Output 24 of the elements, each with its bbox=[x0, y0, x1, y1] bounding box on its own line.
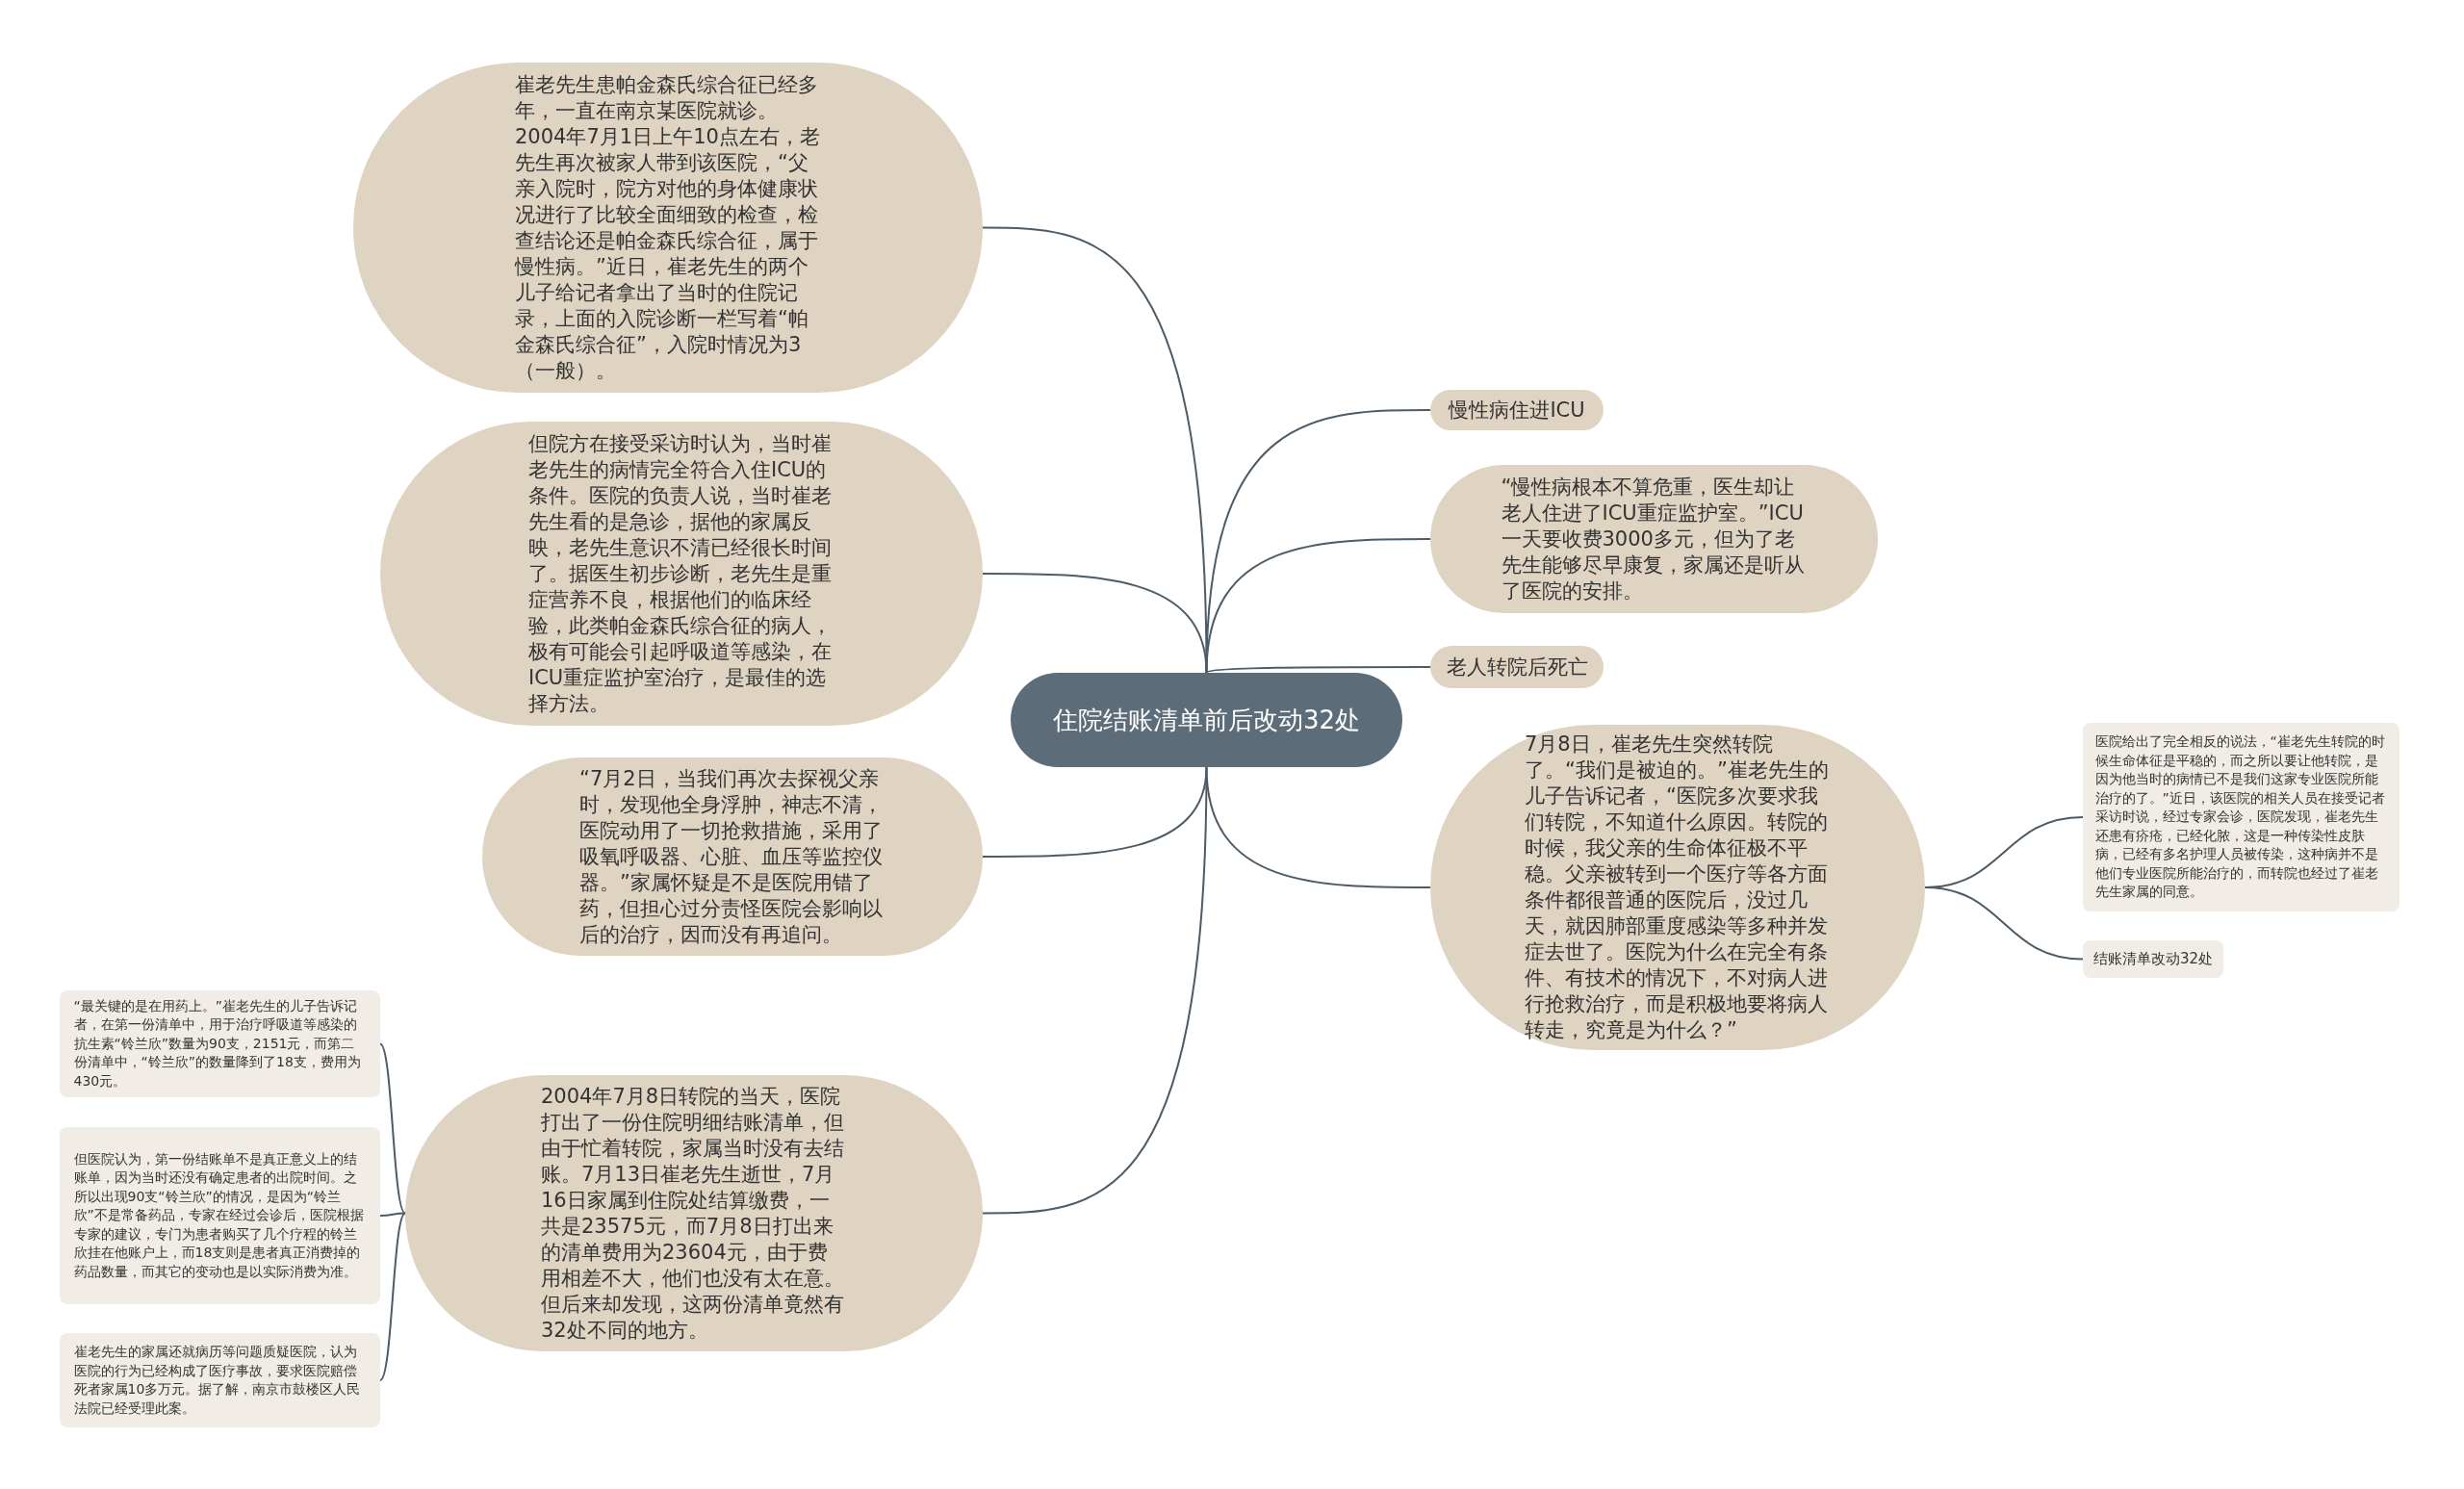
note-label: 结账清单改动32处 bbox=[2083, 940, 2223, 978]
topic-label: 老人转院后死亡 bbox=[1430, 646, 1604, 688]
topic-label: 慢性病住进ICU bbox=[1430, 390, 1604, 430]
topic-bubble: 但院方在接受采访时认为，当时崔老先生的病情完全符合入住ICU的条件。医院的负责人说，当时崔老先生看的是急诊，据他的家属反映，老先生意识不清已经很长时间了。据医生初步诊断，老先生是重症营养不良，根据他们的临床经验，此类帕金森氏综合征的病人，极有可能会引起呼吸道等感染，在ICU重症监护室治疗，是最佳的选择方法。 bbox=[380, 422, 983, 726]
connector-line bbox=[1924, 886, 2084, 961]
connector-line bbox=[379, 1212, 406, 1381]
note-card: “最关键的是在用药上。”崔老先生的儿子告诉记者，在第一份清单中，用于治疗呼吸道等感染的抗生素“铃兰欣”数量为90支，2151元，而第二份清单中，“铃兰欣”的数量降到了18支，费用为430元。 bbox=[60, 990, 380, 1097]
topic-bubble: “7月2日，当我们再次去探视父亲时，发现他全身浮肿，神志不清，医院动用了一切抢救措施，采用了吸氧呼吸器、心脏、血压等监控仪器。”家属怀疑是不是医院用错了药，但担心过分责怪医院会影响以后的治疗，因而没有再追问。 bbox=[482, 757, 983, 956]
topic-bubble: 7月8日，崔老先生突然转院了。“我们是被迫的。”崔老先生的儿子告诉记者，“医院多次要求我们转院，不知道什么原因。转院的时候，我父亲的生命体征极不平稳。父亲被转到一个医疗等各方面条件都很普通的医院后，没过几天，就因肺部重度感染等多种并发症去世了。医院为什么在完全有条件、有技术的情况下，不对病人进行抢救治疗，而是积极地要将病人转走，究竟是为什么？” bbox=[1430, 725, 1925, 1050]
connector-line bbox=[982, 573, 1208, 674]
topic-bubble: 2004年7月8日转院的当天，医院打出了一份住院明细结账清单，但由于忙着转院，家属当时没有去结账。7月13日崔老先生逝世，7月16日家属到住院处结算缴费，一共是23575元，而7月8日打出来的清单费用为23604元，由于费用相差不大，他们也没有太在意。但后来却发现，这两份清单竟然有32处不同的地方。 bbox=[405, 1075, 983, 1351]
note-card: 崔老先生的家属还就病历等问题质疑医院，认为医院的行为已经构成了医疗事故，要求医院赔偿死者家属10多万元。据了解，南京市鼓楼区人民法院已经受理此案。 bbox=[60, 1333, 380, 1427]
note-card: 医院给出了完全相反的说法，“崔老先生转院的时候生命体征是平稳的，而之所以要让他转院，是因为他当时的病情已不是我们这家专业医院所能治疗的了。”近日，该医院的相关人员在接受记者采访时说，经过专家会诊，医院发现，崔老先生还患有疥疮，已经化脓，这是一种传染性皮肤病，已经有多名护理人员被传染，这种病并不是他们专业医院所能治疗的，而转院也经过了崔老先生家属的同意。 bbox=[2083, 723, 2400, 911]
connector-line bbox=[1205, 666, 1431, 674]
note-card: 但医院认为，第一份结账单不是真正意义上的结账单，因为当时还没有确定患者的出院时间。之所以出现90支“铃兰欣”的情况，是因为“铃兰欣”不是常备药品，专家在经过会诊后，医院根据专家的建议，专门为患者购买了几个疗程的铃兰欣挂在他账户上，而18支则是患者真正消费掉的药品数量，而其它的变动也是以实际消费为准。 bbox=[60, 1127, 380, 1304]
connector-line bbox=[1205, 538, 1431, 674]
connector-line bbox=[982, 766, 1208, 1215]
central-topic: 住院结账清单前后改动32处 bbox=[1011, 673, 1402, 767]
topic-bubble: 崔老先生患帕金森氏综合征已经多年，一直在南京某医院就诊。2004年7月1日上午10点左右，老先生再次被家人带到该医院，“父亲入院时，院方对他的身体健康状况进行了比较全面细致的检查，检查结论还是帕金森氏综合征，属于慢性病。”近日，崔老先生的两个儿子给记者拿出了当时的住院记录，上面的入院诊断一栏写着“帕金森氏综合征”，入院时情况为3（一般）。 bbox=[353, 63, 983, 393]
connector-line bbox=[1205, 409, 1431, 674]
connector-line bbox=[1205, 766, 1431, 888]
connector-line bbox=[379, 1212, 406, 1217]
connector-line bbox=[379, 1042, 406, 1215]
topic-bubble: “慢性病根本不算危重，医生却让老人住进了ICU重症监护室。”ICU一天要收费3000多元，但为了老先生能够尽早康复，家属还是听从了医院的安排。 bbox=[1430, 465, 1878, 613]
